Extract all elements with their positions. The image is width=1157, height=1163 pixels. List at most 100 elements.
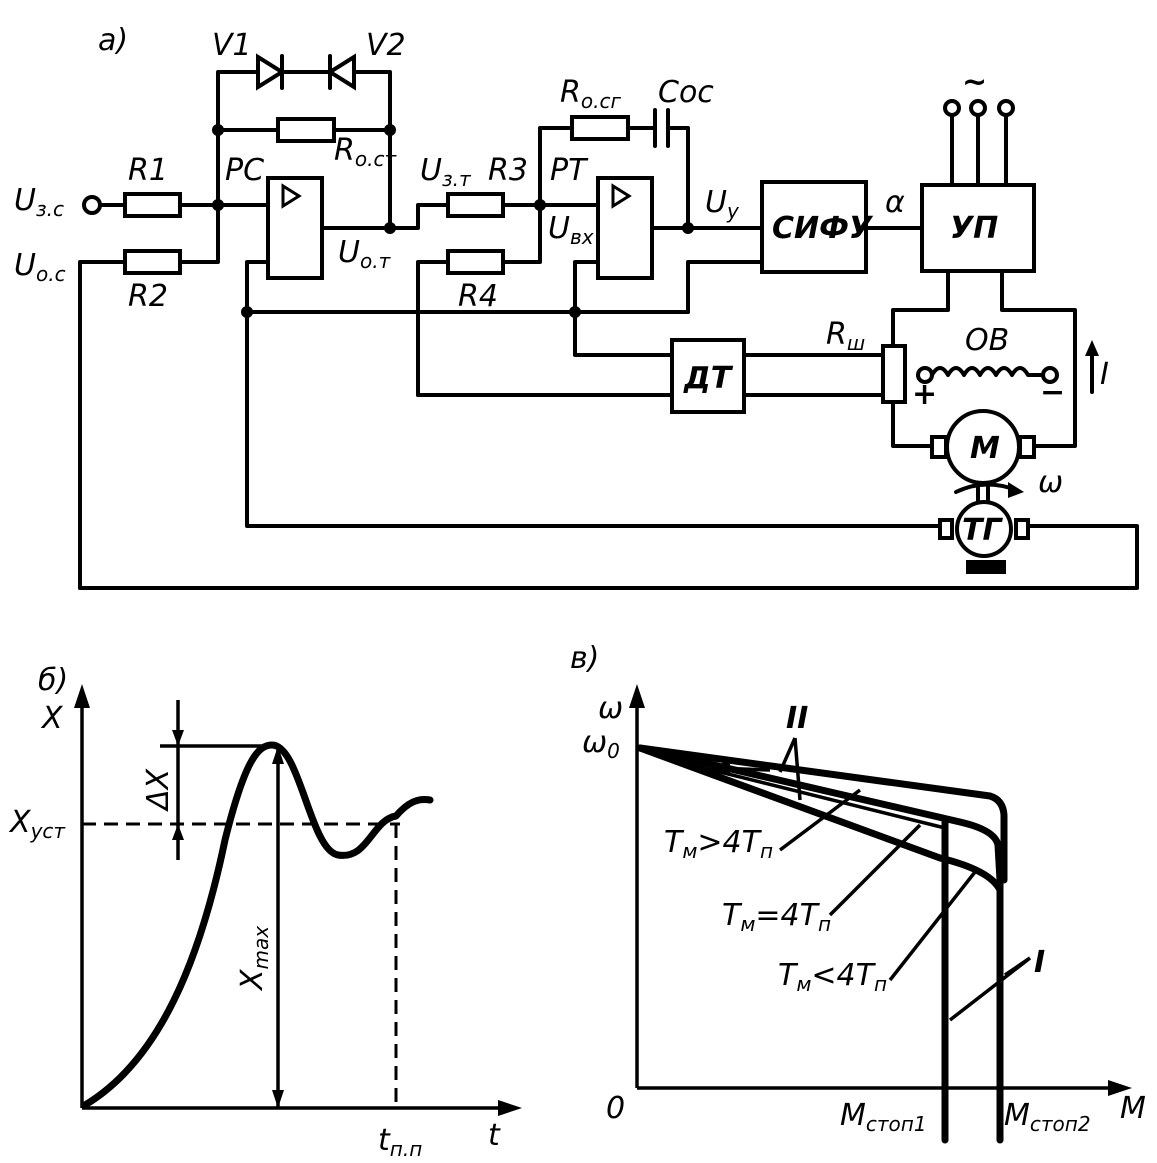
tg-base [966,560,1006,574]
panel-c-tag: в) [570,641,599,676]
c-label-I: I [1034,945,1045,980]
wire-diode-branch [216,70,392,230]
b-xmax-label: Xmax [235,926,273,992]
amp-rt-symbol [611,183,632,209]
r1-label: R1 [128,153,168,188]
capacitor-c-oc [653,108,670,148]
panel-a-tag: а) [98,23,128,58]
u-zt-label: Uз.т [420,153,472,191]
amp-pc-symbol [281,183,302,209]
field-winding-ov [930,366,1045,377]
wire-rt-aux [686,260,764,314]
up-label: УП [950,211,998,246]
b-xmax-arrow-bot [272,1090,284,1108]
c-oc-label: Cос [658,75,714,110]
c-label-II: II [786,701,808,736]
node-pc-fb-right [384,124,396,136]
resistor-ro-st [276,117,336,143]
speed-torque-plot: в) ω ω0 0 M Mстоп1 Mстоп2 II Tм>4Tп Tм=4… [570,641,1146,1144]
plus-label: + [912,377,937,412]
resistor-r2 [123,249,182,275]
c-curve-top [636,744,1008,884]
node-bus-rt [569,306,581,318]
node-u-ot [384,222,396,234]
resistor-r3 [446,192,505,218]
c-tm-eq-leader [828,823,922,917]
input-task-label: Uз.с [14,183,64,221]
c-mstop2-label: Mстоп2 [1004,1098,1091,1136]
ov-label: ОВ [965,323,1009,358]
tachogenerator [955,500,1013,558]
c-I-leader [948,956,1032,1022]
wire-rt-fb [538,126,690,230]
c-tm-lt-label: Tм<4Tп [778,958,887,996]
c-tm-eq-label: Tм=4Tп [722,898,831,936]
block-dt [670,338,746,414]
c-x-axis-label: M [1120,1091,1146,1126]
b-delta-arrow-top [172,730,184,746]
ro-cz-label: Rо.сг [560,75,621,113]
r-sh-label: Rш [826,317,865,355]
c-tm-gt-label: Tм>4Tп [664,825,773,863]
wire-up-armature [891,269,1077,448]
omega-label: ω [1038,465,1063,500]
r4-label: R4 [458,279,498,314]
v2-label: V2 [366,28,406,63]
ac-terminal-2 [969,99,987,117]
ac-symbol: ~ [962,65,987,100]
wire-r4 [416,203,542,397]
input-feedback-label: Uо.с [14,248,66,286]
c-II-arrowhead [710,760,730,776]
r2-label: R2 [128,279,168,314]
wire-fb-r2 [78,260,127,590]
block-sifu [760,180,868,274]
b-delta-x-label: ΔX [141,767,176,812]
shunt-r-sh [881,344,907,404]
tg-label: ТГ [962,513,1003,548]
node-pc-fb-left [212,124,224,136]
transient-response-plot: б) X t Xуст ΔX Xmax tп.п [8,663,522,1161]
resistor-r4 [446,249,505,275]
c-omega0-label: ω0 [582,725,620,763]
current-arrowhead [1085,340,1099,356]
resistor-ro-cz [570,115,630,141]
wire-ac-supply [950,112,1008,187]
b-x-axis-label: t [488,1118,501,1153]
v1-label: V1 [212,28,252,63]
c-curve-mid [636,744,1004,884]
motor-brush-right [1018,435,1036,459]
tg-brush-left [938,518,954,540]
diode-v1 [256,53,286,91]
wire-tg-feedback [78,524,1139,590]
wire-tg-bus [245,310,942,528]
wire-common-bus [245,260,690,314]
u-vx-label: Uвх [548,211,594,249]
panel-b-tag: б) [38,663,68,698]
block-up [920,183,1036,273]
u-ot-label: Uо.т [338,235,392,273]
b-y-axis-label: X [40,701,64,736]
c-y-axis-label: ω [598,691,623,726]
b-xmax-arrow-top [272,746,284,764]
b-x-arrow [498,1100,522,1116]
ac-terminal-1 [943,99,961,117]
b-tpp-label: tп.п [378,1123,422,1161]
b-y-arrow [74,684,90,708]
input-terminal [82,195,102,215]
resistor-r1 [123,192,182,218]
c-tm-gt-leader [778,788,862,852]
minus-label: − [1040,375,1065,410]
c-II-leader [778,737,802,801]
sifu-label: СИФУ [772,211,874,246]
wire-dt-shunt [416,353,885,397]
circuit-diagram: а) Uз.с Uо.с R1 R2 РС V1 V2 Rо.ст [14,23,1139,590]
rc-label: РС [225,153,264,188]
motor-label: М [970,431,1000,466]
motor-brush-left [930,435,948,459]
diode-v2 [326,53,356,91]
wire-amp1-out [320,203,450,230]
current-label: I [1100,357,1109,392]
u-y-label: Uу [705,185,740,223]
node-u-y [682,222,694,234]
